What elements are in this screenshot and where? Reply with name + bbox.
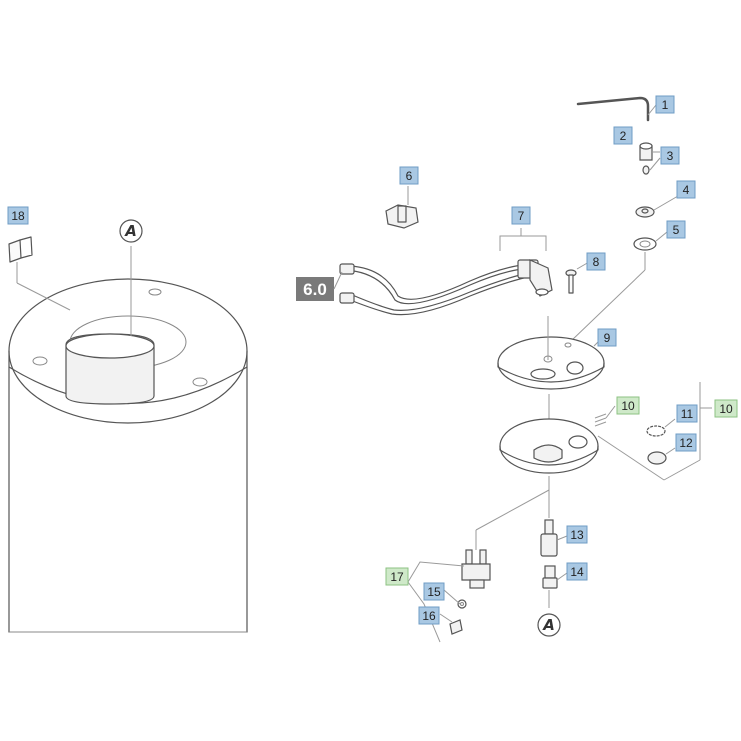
callout-box xyxy=(597,328,617,347)
part-8-screw xyxy=(565,261,590,294)
part-7-cable-harness xyxy=(339,228,553,316)
reference-layer: 6.0 xyxy=(296,271,343,301)
callout-label: 4 xyxy=(683,183,690,197)
callout-label: 5 xyxy=(673,223,680,237)
callout-label: 7 xyxy=(518,209,525,223)
callout-box xyxy=(714,399,738,418)
parts-15-17-thermostat xyxy=(407,549,491,643)
callout-12: 12 xyxy=(675,433,697,452)
callout-1: 1 xyxy=(655,95,675,114)
part-6-clip xyxy=(385,186,419,229)
reference-box: 6.0 xyxy=(296,271,343,301)
callout-box xyxy=(586,252,606,271)
detail-letter-marker: A xyxy=(537,613,561,637)
callout-box xyxy=(616,396,640,415)
callout-14: 14 xyxy=(566,562,588,581)
callout-label: 11 xyxy=(681,407,694,421)
callout-box xyxy=(511,206,531,225)
callout-box xyxy=(660,146,680,165)
detail-letter-label: A xyxy=(542,616,555,634)
part-10-flange-plate xyxy=(499,382,712,481)
callout-16: 16 xyxy=(418,606,440,625)
callout-box xyxy=(666,220,686,239)
reference-label: 6.0 xyxy=(303,280,327,299)
callout-15: 15 xyxy=(423,582,445,601)
detail-letter-layer: AA xyxy=(119,219,561,637)
callout-label: 16 xyxy=(422,609,436,623)
callout-label: 17 xyxy=(390,570,404,584)
detail-letter-marker: A xyxy=(119,219,143,243)
callout-box xyxy=(418,606,440,625)
callout-box xyxy=(399,166,419,185)
callout-box xyxy=(566,525,588,544)
callout-label: 3 xyxy=(667,149,674,163)
callout-label: 15 xyxy=(427,585,441,599)
callout-10: 10 xyxy=(616,396,640,415)
reference-box-bg xyxy=(296,277,334,301)
detail-letter-label: A xyxy=(124,222,137,240)
part-9-cover-plate xyxy=(497,316,605,390)
callout-box xyxy=(385,567,409,586)
callout-17: 17 xyxy=(385,567,409,586)
callout-label: 1 xyxy=(662,98,669,112)
callout-label: 10 xyxy=(719,402,733,416)
callout-5: 5 xyxy=(666,220,686,239)
parts-1-5-probe-set xyxy=(569,96,679,343)
callout-box xyxy=(566,562,588,581)
callout-box xyxy=(655,95,675,114)
callout-box xyxy=(676,404,698,423)
callout-2: 2 xyxy=(613,126,633,145)
parts-11-12-seals xyxy=(646,418,676,465)
callout-label: 8 xyxy=(593,255,600,269)
callout-label: 9 xyxy=(604,331,611,345)
parts-13-14-sensor xyxy=(475,476,568,608)
callout-11: 11 xyxy=(676,404,698,423)
callout-10: 10 xyxy=(714,399,738,418)
callout-8: 8 xyxy=(586,252,606,271)
callout-label: 2 xyxy=(620,129,627,143)
callout-4: 4 xyxy=(676,180,696,199)
callout-label: 12 xyxy=(679,436,693,450)
callout-box xyxy=(613,126,633,145)
callout-box xyxy=(423,582,445,601)
callout-3: 3 xyxy=(660,146,680,165)
tank-assembly xyxy=(8,246,248,633)
callout-label: 14 xyxy=(570,565,584,579)
callout-box xyxy=(676,180,696,199)
callout-7: 7 xyxy=(511,206,531,225)
detail-letter-circle xyxy=(119,219,143,243)
callout-label: 6 xyxy=(406,169,413,183)
callout-18: 18 xyxy=(7,206,29,225)
callout-label: 13 xyxy=(570,528,584,542)
callout-label: 18 xyxy=(11,209,25,223)
callout-13: 13 xyxy=(566,525,588,544)
part-18-connector xyxy=(8,236,71,311)
callout-label: 10 xyxy=(621,399,635,413)
callout-9: 9 xyxy=(597,328,617,347)
detail-letter-circle xyxy=(537,613,561,637)
callout-box xyxy=(7,206,29,225)
callout-box xyxy=(675,433,697,452)
callout-6: 6 xyxy=(399,166,419,185)
